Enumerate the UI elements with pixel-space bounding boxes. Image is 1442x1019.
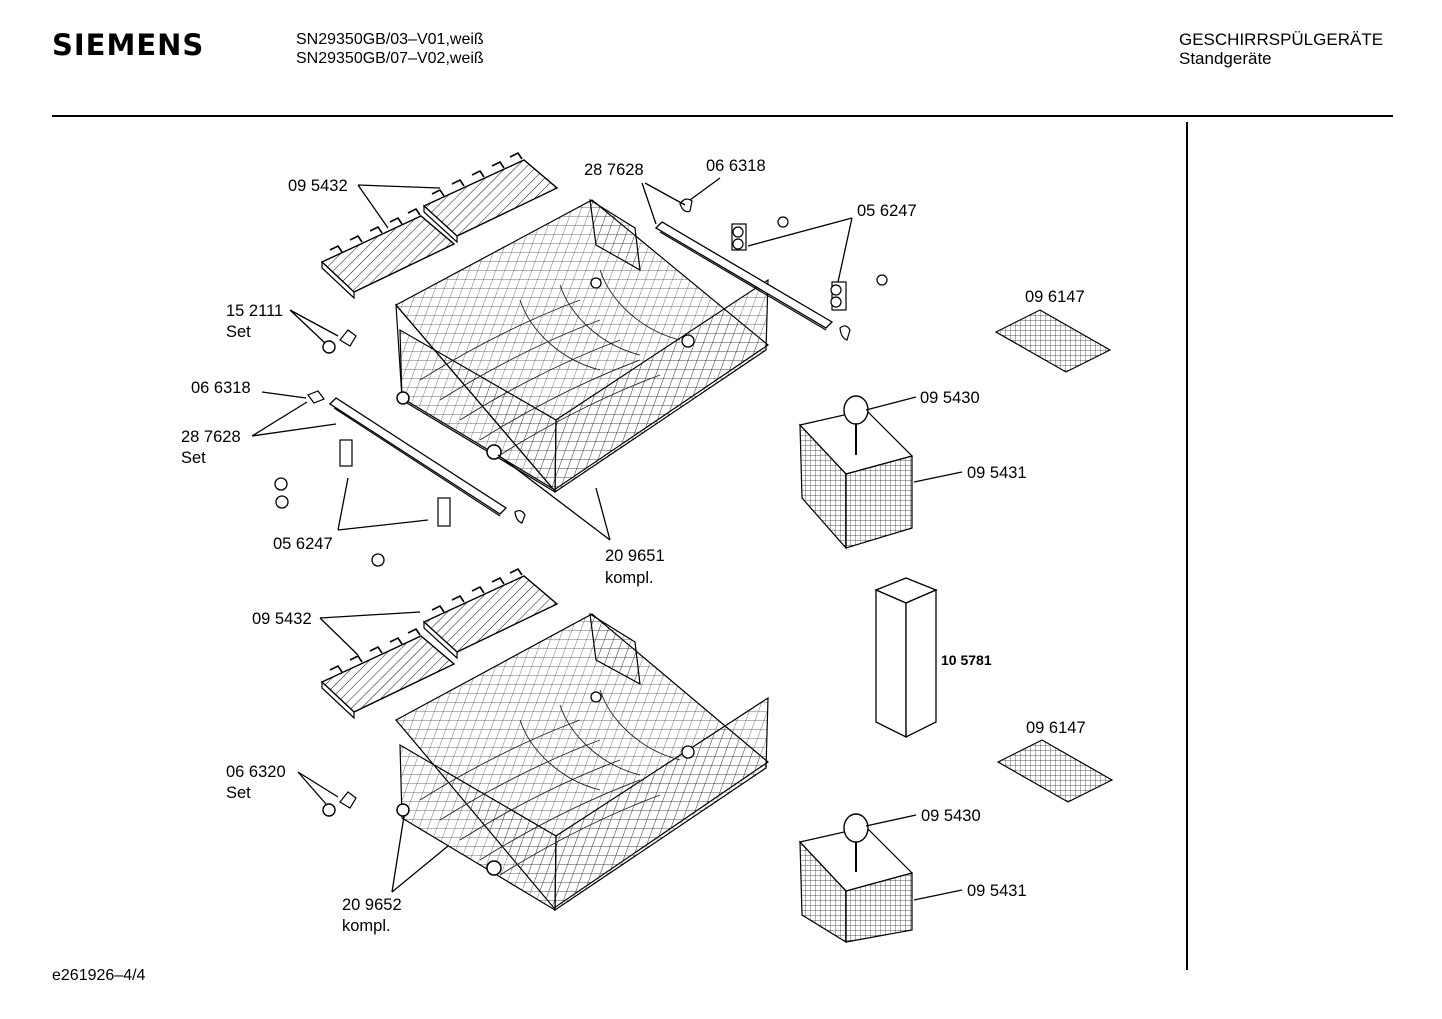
label-056247-left: 05 6247 xyxy=(273,535,333,553)
roller-bracket-upper-b xyxy=(830,274,888,341)
label-095431-lower: 09 5431 xyxy=(967,882,1027,900)
category-subtitle: Standgeräte xyxy=(1179,49,1272,68)
tall-insert-tube xyxy=(874,577,938,739)
label-209652: 20 9652 xyxy=(342,896,402,914)
cutlery-basket-lower xyxy=(798,813,914,944)
drawing-id: e261926–4/4 xyxy=(52,967,146,984)
label-095431-upper: 09 5431 xyxy=(967,464,1027,482)
label-095432-lower: 09 5432 xyxy=(252,610,312,628)
cutlery-insert-grid-upper xyxy=(994,309,1112,373)
rail-upper-right xyxy=(654,221,834,331)
label-066318-left: 06 6318 xyxy=(191,379,251,397)
stop-clip-left xyxy=(307,390,526,524)
label-set-066320: Set xyxy=(226,784,251,802)
roller-bracket-left xyxy=(274,439,451,567)
label-096147-lower: 09 6147 xyxy=(1026,719,1086,737)
label-056247-upper: 05 6247 xyxy=(857,202,917,220)
label-095430-upper: 09 5430 xyxy=(920,389,980,407)
label-095430-lower: 09 5430 xyxy=(921,807,981,825)
label-066320: 06 6320 xyxy=(226,763,286,781)
lower-basket xyxy=(395,612,769,912)
cutlery-insert-grid-lower xyxy=(996,739,1114,803)
label-066318-upper: 06 6318 xyxy=(706,157,766,175)
wheel-set-lower xyxy=(322,791,357,817)
label-105781: 10 5781 xyxy=(941,652,992,668)
wheel-set-upper xyxy=(322,329,357,354)
roller-bracket-upper-a xyxy=(731,216,789,251)
label-095432-upper: 09 5432 xyxy=(288,177,348,195)
label-set-152111: Set xyxy=(226,323,251,341)
model-list: SN29350GB/03–V01,weiß SN29350GB/07–V02,w… xyxy=(296,30,484,68)
model-line-2: SN29350GB/07–V02,weiß xyxy=(296,50,484,67)
cup-shelf-lower-right xyxy=(422,567,559,660)
rail-upper-left xyxy=(328,397,508,517)
upper-basket xyxy=(395,198,770,494)
label-set-287628: Set xyxy=(181,449,206,467)
model-line-1: SN29350GB/03–V01,weiß xyxy=(296,31,484,48)
category-title: GESCHIRRSPÜLGERÄTE xyxy=(1179,30,1384,49)
category-block: GESCHIRRSPÜLGERÄTE Standgeräte xyxy=(1179,30,1383,68)
label-096147-upper: 09 6147 xyxy=(1025,288,1085,306)
stop-clip-upper xyxy=(679,198,693,213)
cutlery-basket-upper xyxy=(798,395,914,550)
label-kompl-209652: kompl. xyxy=(342,917,391,935)
label-209651: 20 9651 xyxy=(605,547,665,565)
right-divider xyxy=(1186,122,1188,970)
label-287628-left: 28 7628 xyxy=(181,428,241,446)
header-divider xyxy=(52,115,1393,117)
label-152111: 15 2111 xyxy=(226,302,283,320)
brand-logo: SIEMENS xyxy=(52,28,205,62)
cup-shelf-upper-right xyxy=(422,151,559,244)
cup-shelf-lower-left xyxy=(320,627,456,720)
label-287628-upper: 28 7628 xyxy=(584,161,644,179)
leader-lines xyxy=(251,177,963,901)
cup-shelf-upper-left xyxy=(320,207,456,300)
label-kompl-209651: kompl. xyxy=(605,569,654,587)
